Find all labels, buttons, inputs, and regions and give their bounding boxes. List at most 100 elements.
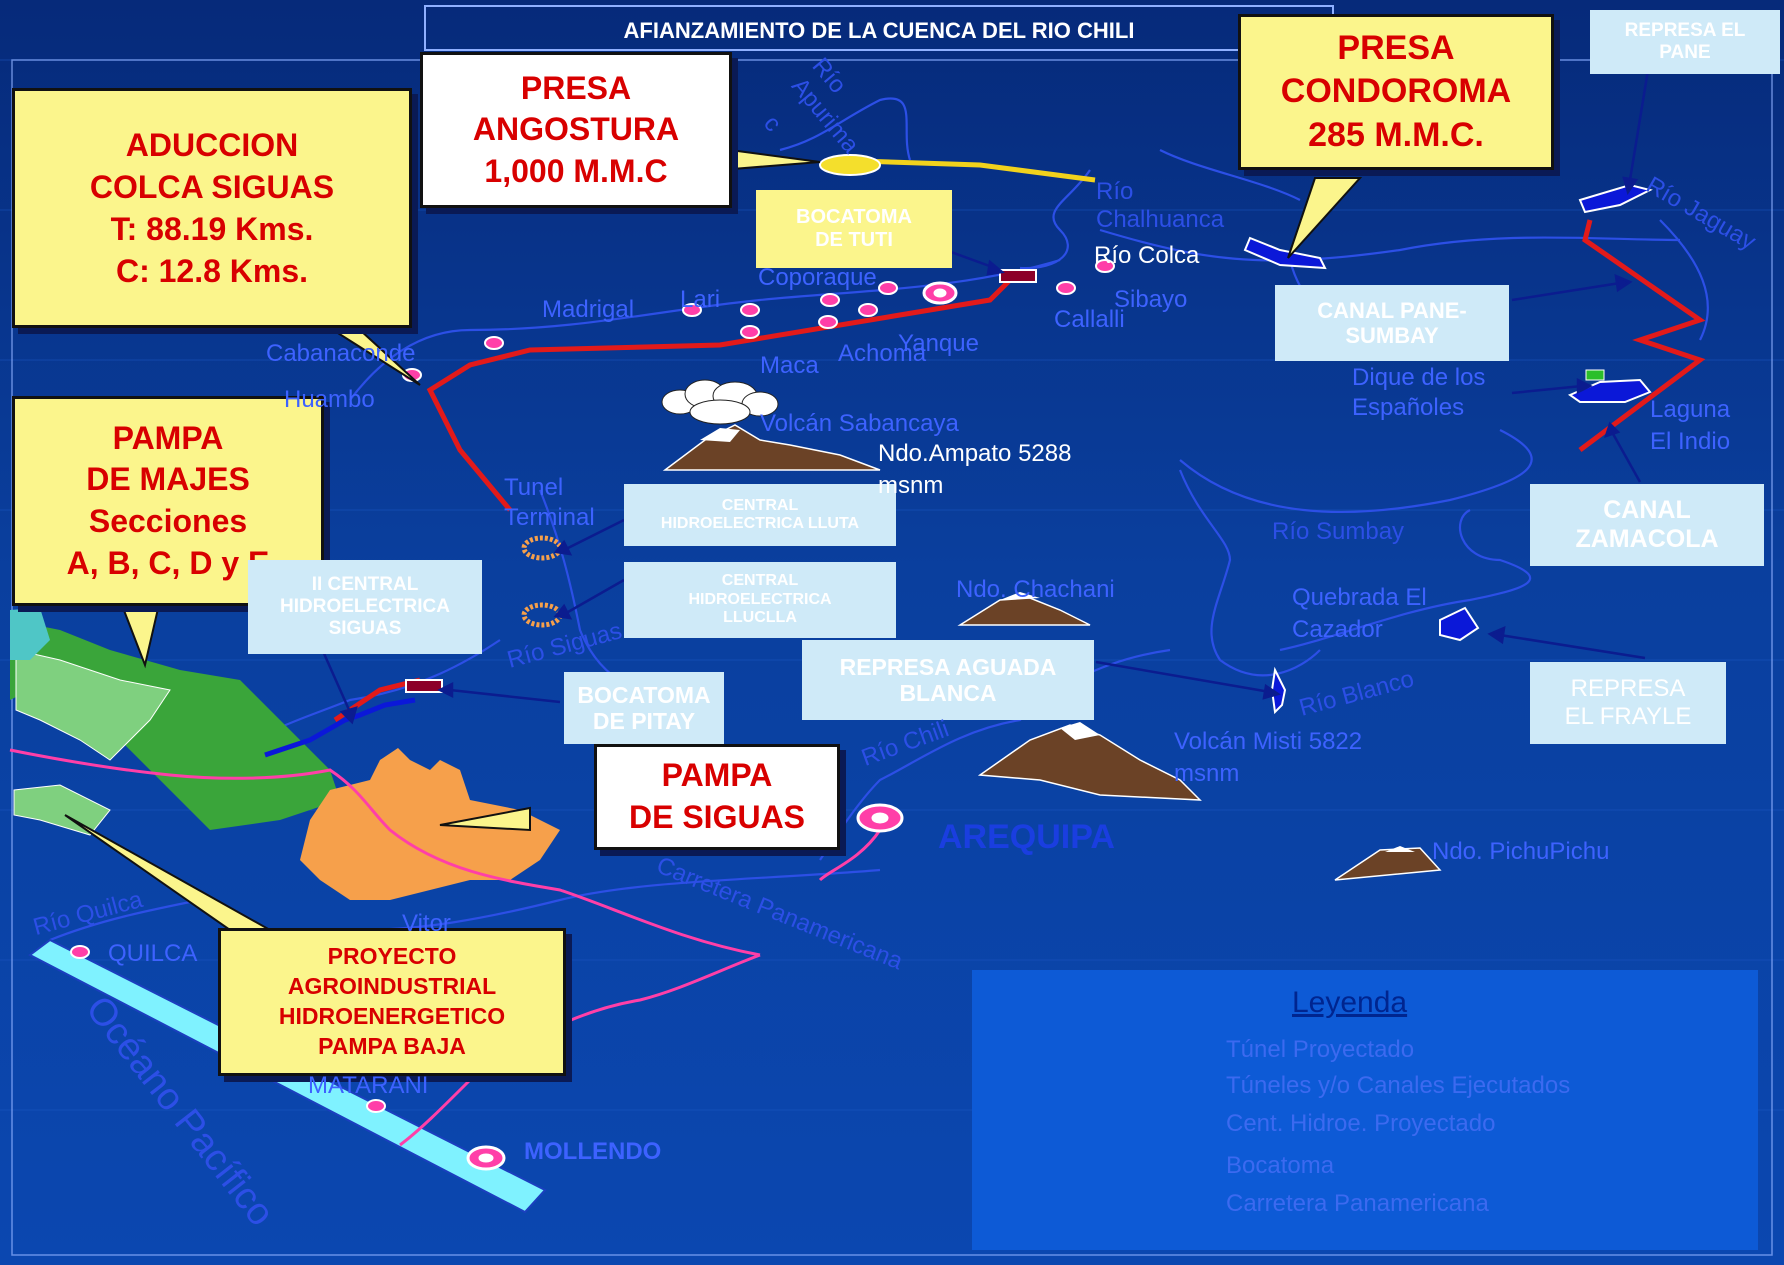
label-ampato-1: Ndo.Ampato 5288: [878, 440, 1072, 467]
label-ampato-2: msnm: [878, 472, 944, 499]
label-tunel-terminal-1: Tunel: [504, 474, 564, 501]
label-laguna-1: Laguna: [1650, 396, 1731, 423]
label-madrigal: Madrigal: [542, 296, 635, 323]
legend-item-tuneles-ejecutados: Túneles y/o Canales Ejecutados: [1226, 1072, 1571, 1099]
majes-line-4: A, B, C, D y E: [66, 544, 270, 581]
projected-tunnel: [829, 157, 1096, 183]
angostura-line-1: PRESA: [520, 69, 632, 106]
box-bocatoma-tuti: BOCATOMA DE TUTI: [756, 190, 952, 268]
condoroma-line-2: CONDOROMA: [1280, 72, 1512, 111]
box-bocatoma-pitay: BOCATOMA DE PITAY: [564, 672, 724, 744]
legend-item-carretera: Carretera Panamericana: [1226, 1190, 1489, 1217]
label-rio-chalhuanca-1: Río: [1096, 178, 1134, 205]
box-represa-el-frayle: REPRESA EL FRAYLE: [1530, 662, 1726, 744]
bocatoma-pitay-marker: [405, 679, 443, 693]
label-dique-2: Españoles: [1352, 394, 1465, 421]
frayle-line-2: EL FRAYLE: [1564, 703, 1692, 730]
callout-pointers: [64, 148, 1363, 931]
pane-sumbay-line-1: CANAL PANE-: [1317, 297, 1467, 323]
lakes: [819, 154, 1653, 715]
label-misti-1: Volcán Misti 5822: [1174, 728, 1363, 755]
box-central-siguas: II CENTRAL HIDROELECTRICA SIGUAS: [248, 560, 482, 654]
box-canal-pane-sumbay: CANAL PANE- SUMBAY: [1275, 285, 1509, 361]
zamacola-line-2: ZAMACOLA: [1575, 525, 1719, 553]
legend-panel: Leyenda Túnel Proyectado Túneles y/o Can…: [972, 970, 1758, 1250]
legend-item-tunel-proyectado: Túnel Proyectado: [1226, 1036, 1415, 1063]
zamacola-line-1: CANAL: [1603, 496, 1691, 525]
proyecto-line-1: PROYECTO: [327, 943, 457, 970]
callout-angostura: PRESA ANGOSTURA 1,000 M.M.C: [420, 52, 732, 208]
angostura-line-2: ANGOSTURA: [472, 111, 680, 148]
lluclla-line-1: CENTRAL: [721, 572, 799, 590]
pane-line-1: REPRESA EL: [1624, 20, 1746, 42]
callout-proyecto-pampa-baja: PROYECTO AGROINDUSTRIAL HIDROENERGETICO …: [218, 928, 566, 1076]
aduccion-line-3: T: 88.19 Kms.: [110, 211, 314, 247]
lluta-line-1: CENTRAL: [721, 496, 799, 514]
condoroma-line-3: 285 M.M.C.: [1308, 115, 1484, 154]
tuti-line-1: BOCATOMA: [796, 206, 912, 228]
box-central-lluclla: CENTRAL HIDROELECTRICA LLUCLLA: [624, 562, 896, 638]
proyecto-line-4: PAMPA BAJA: [318, 1032, 466, 1059]
pampa-majes-stripes: [15, 649, 171, 761]
frayle-line-1: REPRESA: [1570, 675, 1686, 703]
box-represa-aguada-blanca: REPRESA AGUADA BLANCA: [802, 640, 1094, 720]
label-misti-2: msnm: [1174, 760, 1240, 787]
label-arequipa: AREQUIPA: [938, 818, 1115, 856]
label-laguna-2: El Indio: [1650, 428, 1731, 455]
label-coporaque: Coporaque: [758, 264, 877, 291]
label-sibayo: Sibayo: [1114, 286, 1188, 313]
siguas-central-line-2: HIDROELECTRICA: [280, 596, 450, 618]
aduccion-line-1: ADUCCION: [125, 126, 299, 163]
box-canal-zamacola: CANAL ZAMACOLA: [1530, 484, 1764, 566]
lluclla-line-3: LLUCLLA: [723, 609, 797, 627]
box-represa-el-pane: REPRESA EL PANE: [1590, 10, 1780, 74]
callout-pampa-siguas: PAMPA DE SIGUAS: [594, 744, 840, 850]
label-mollendo: MOLLENDO: [524, 1138, 662, 1165]
aguada-line-2: BLANCA: [899, 680, 997, 706]
label-chachani: Ndo. Chachani: [956, 576, 1115, 603]
angostura-line-3: 1,000 M.M.C: [484, 152, 668, 189]
lluclla-line-2: HIDROELECTRICA: [688, 590, 832, 608]
label-pichupichu: Ndo. PichuPichu: [1432, 838, 1610, 865]
majes-line-2: DE MAJES: [86, 461, 250, 498]
pane-sumbay-line-2: SUMBAY: [1345, 323, 1439, 348]
aguada-line-1: REPRESA AGUADA: [839, 653, 1057, 680]
label-huambo: Huambo: [284, 386, 375, 413]
pampa-baja-stripes: [13, 784, 111, 836]
condoroma-line-1: PRESA: [1337, 28, 1455, 67]
pitay-line-1: BOCATOMA: [577, 681, 711, 708]
siguas-line-2: DE SIGUAS: [628, 799, 806, 835]
label-volcan-sabancaya: Volcán Sabancaya: [760, 410, 959, 437]
aduccion-line-2: COLCA SIGUAS: [89, 168, 335, 205]
label-callalli: Callalli: [1054, 306, 1125, 333]
label-quebrada-2: Cazador: [1292, 616, 1383, 643]
label-maca: Maca: [760, 352, 819, 379]
aduccion-line-4: C: 12.8 Kms.: [115, 253, 309, 290]
label-quilca: QUILCA: [108, 940, 198, 967]
coast-strip: [28, 938, 547, 1214]
city-markers: [466, 281, 958, 1171]
label-rio-sumbay: Río Sumbay: [1272, 518, 1405, 545]
volcano-icons: [662, 424, 1442, 881]
label-dique-1: Dique de los: [1352, 364, 1486, 391]
label-yanque: Yanque: [898, 330, 979, 357]
label-rio-chalhuanca-2: Chalhuanca: [1096, 206, 1225, 233]
pane-line-2: PANE: [1659, 42, 1711, 63]
pampa-checker: [10, 608, 50, 660]
label-tunel-terminal-2: Terminal: [504, 504, 595, 531]
siguas-line-1: PAMPA: [661, 757, 773, 794]
label-rio-colca: Río Colca: [1094, 242, 1200, 269]
label-lari: Lari: [680, 286, 721, 313]
map-title: AFIANZAMIENTO DE LA CUENCA DEL RIO CHILI: [623, 18, 1135, 43]
callout-aduccion: ADUCCION COLCA SIGUAS T: 88.19 Kms. C: 1…: [12, 88, 412, 328]
legend-item-bocatoma: Bocatoma: [1226, 1152, 1335, 1179]
label-quebrada-1: Quebrada El: [1292, 584, 1427, 611]
pampa-siguas-area: [300, 748, 560, 900]
label-achoma: Achoma: [838, 340, 927, 367]
lluta-line-2: HIDROELECTRICA LLUTA: [660, 515, 860, 532]
callout-condoroma: PRESA CONDOROMA 285 M.M.C.: [1238, 14, 1554, 170]
label-cabanaconde: Cabanaconde: [266, 340, 416, 367]
proyecto-line-3: HIDROENERGETICO: [278, 1003, 506, 1029]
box-central-lluta: CENTRAL HIDROELECTRICA LLUTA: [624, 484, 896, 546]
bocatoma-tuti-marker: [999, 269, 1037, 283]
